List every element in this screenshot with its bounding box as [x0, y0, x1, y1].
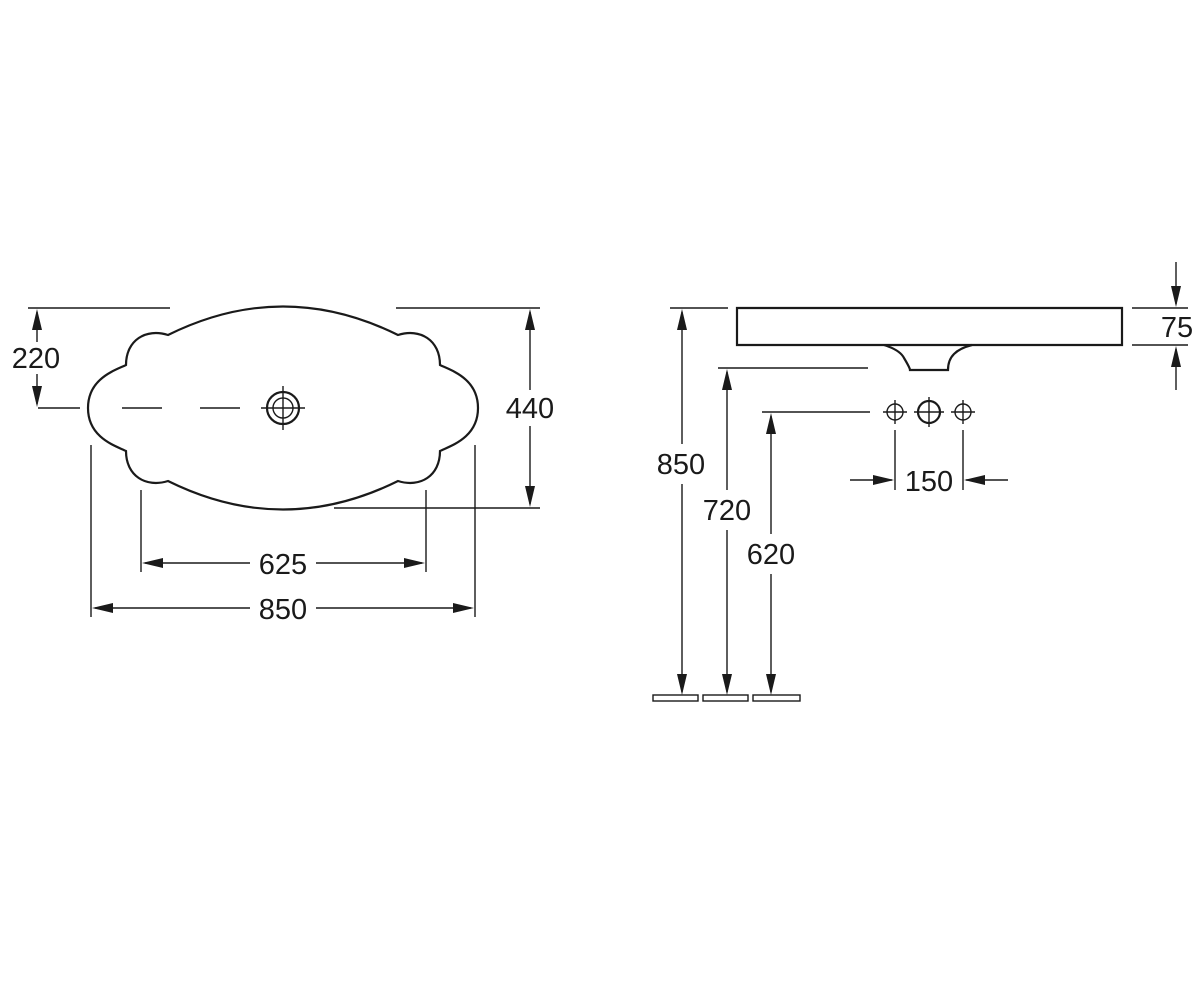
dim-label-720: 720	[703, 495, 751, 527]
dim-label-625: 625	[259, 549, 307, 581]
dim-label-150: 150	[905, 466, 953, 498]
dimension-150: 150	[850, 430, 1008, 498]
dim-label-75: 75	[1161, 312, 1193, 344]
dim-label-620: 620	[747, 539, 795, 571]
basin-slab	[735, 306, 1124, 347]
tap-hole-right-icon	[951, 400, 975, 424]
dimension-625: 625	[142, 549, 425, 581]
tap-hole-centre-icon	[914, 397, 944, 427]
dimension-440: 440	[506, 309, 554, 507]
drain-outlet	[883, 343, 973, 372]
floor-blocks	[652, 694, 801, 702]
dimension-220: 220	[12, 309, 60, 407]
top-view: 220 440 625 850	[12, 305, 554, 626]
dim-label-850-width: 850	[259, 594, 307, 626]
dimension-850-width: 850	[92, 594, 474, 626]
dim-label-850-height: 850	[657, 449, 705, 481]
dimension-720: 720	[703, 369, 751, 695]
dimension-850-height: 850	[657, 309, 705, 695]
dimension-75: 75	[1161, 262, 1193, 390]
dimension-620: 620	[747, 413, 795, 695]
tap-hole-left-icon	[883, 400, 907, 424]
dim-label-440: 440	[506, 393, 554, 425]
dim-label-220: 220	[12, 343, 60, 375]
basin-outline	[86, 305, 480, 511]
drain-icon	[261, 386, 305, 430]
side-view: 75 850 720 620	[652, 262, 1193, 702]
